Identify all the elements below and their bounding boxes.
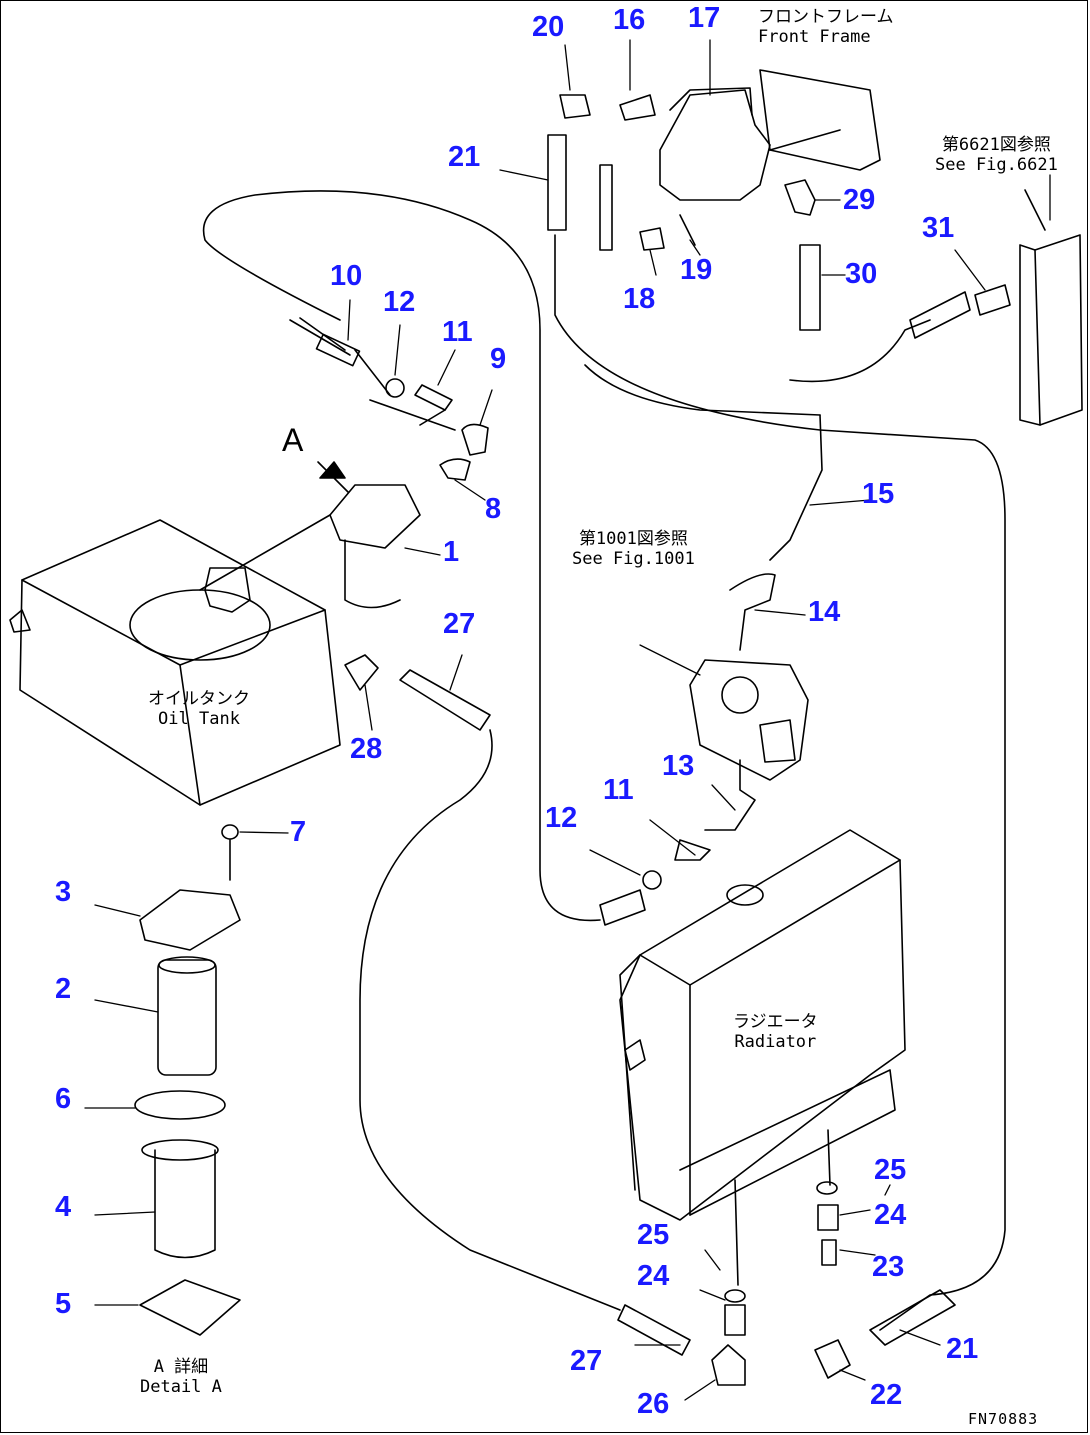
oil-tank-jp: オイルタンク — [148, 689, 250, 709]
hose-loop-upper — [202, 190, 601, 922]
callout-6: 6 — [55, 1083, 72, 1115]
callout-25a: 25 — [874, 1154, 907, 1186]
ref-6621-jp: 第6621図参照 — [941, 135, 1051, 155]
callout-23: 23 — [872, 1251, 905, 1283]
callout-10: 10 — [330, 260, 363, 292]
ref-1001-label: 第1001図参照 See Fig.1001 — [572, 529, 695, 569]
callout-14: 14 — [808, 596, 841, 628]
callout-19: 19 — [680, 254, 713, 286]
view-a-label: A — [282, 422, 304, 458]
callout-11b: 11 — [603, 774, 634, 806]
oil-tank-label: オイルタンク Oil Tank — [148, 689, 250, 729]
callout-17: 17 — [688, 2, 721, 34]
hose-loop-right — [554, 234, 1006, 1331]
oil-tank — [9, 519, 341, 806]
callout-4: 4 — [55, 1191, 72, 1223]
detail-a-en: Detail A — [140, 1376, 222, 1397]
callout-21a: 21 — [448, 141, 481, 173]
callout-18: 18 — [623, 283, 656, 315]
callout-24b: 24 — [637, 1260, 670, 1292]
callout-20: 20 — [532, 11, 565, 43]
callout-15: 15 — [862, 478, 895, 510]
callout-13: 13 — [662, 750, 695, 782]
callout-26: 26 — [637, 1388, 670, 1420]
filter-head-1 — [199, 484, 421, 609]
hose-27-upper — [344, 654, 621, 1311]
callout-2: 2 — [55, 973, 72, 1005]
view-a-arrow — [317, 461, 349, 493]
front-frame-label: フロントフレーム Front Frame — [758, 7, 894, 47]
radiator-jp: ラジエータ — [733, 1012, 818, 1032]
callout-22: 22 — [870, 1379, 903, 1411]
front-frame-jp: フロントフレーム — [758, 7, 894, 27]
filter-assembly — [134, 824, 241, 1336]
detail-a-label: A 詳細 Detail A — [140, 1357, 222, 1397]
pump — [599, 573, 809, 926]
radiator-en: Radiator — [734, 1031, 817, 1052]
callout-11a: 11 — [442, 316, 473, 348]
callout-1: 1 — [443, 536, 460, 568]
callout-29: 29 — [843, 184, 876, 216]
ref-1001-en: See Fig.1001 — [572, 548, 695, 569]
ref-6621-label: 第6621図参照 See Fig.6621 — [935, 135, 1058, 175]
radiator — [619, 829, 906, 1221]
lower-fittings — [617, 1129, 956, 1386]
front-frame-en: Front Frame — [758, 26, 871, 47]
ref-6621-en: See Fig.6621 — [935, 154, 1058, 175]
callout-30: 30 — [845, 258, 878, 290]
oil-tank-en: Oil Tank — [158, 708, 240, 729]
callout-25b: 25 — [637, 1219, 670, 1251]
callout-27b: 27 — [570, 1345, 603, 1377]
callout-9: 9 — [490, 343, 507, 375]
callout-24a: 24 — [874, 1199, 907, 1231]
callout-3: 3 — [55, 876, 72, 908]
radiator-label: ラジエータ Radiator — [733, 1012, 818, 1052]
callout-12b: 12 — [545, 802, 578, 834]
callout-28: 28 — [350, 733, 383, 765]
leader-lines — [84, 39, 1051, 1401]
callout-5: 5 — [55, 1288, 72, 1320]
callout-12a: 12 — [383, 286, 416, 318]
drawing-code: FN70883 — [968, 1410, 1039, 1428]
fittings-8-12 — [315, 333, 453, 411]
callout-16: 16 — [613, 4, 646, 36]
valve-block — [547, 69, 881, 331]
callout-7: 7 — [290, 816, 307, 848]
callout-8: 8 — [485, 493, 502, 525]
callout-27a: 27 — [443, 608, 476, 640]
detail-a-jp: A 詳細 — [153, 1357, 209, 1377]
callout-31: 31 — [922, 212, 955, 244]
block-6621 — [909, 189, 1083, 426]
ref-1001-jp: 第1001図参照 — [578, 529, 688, 549]
callout-21b: 21 — [946, 1333, 979, 1365]
